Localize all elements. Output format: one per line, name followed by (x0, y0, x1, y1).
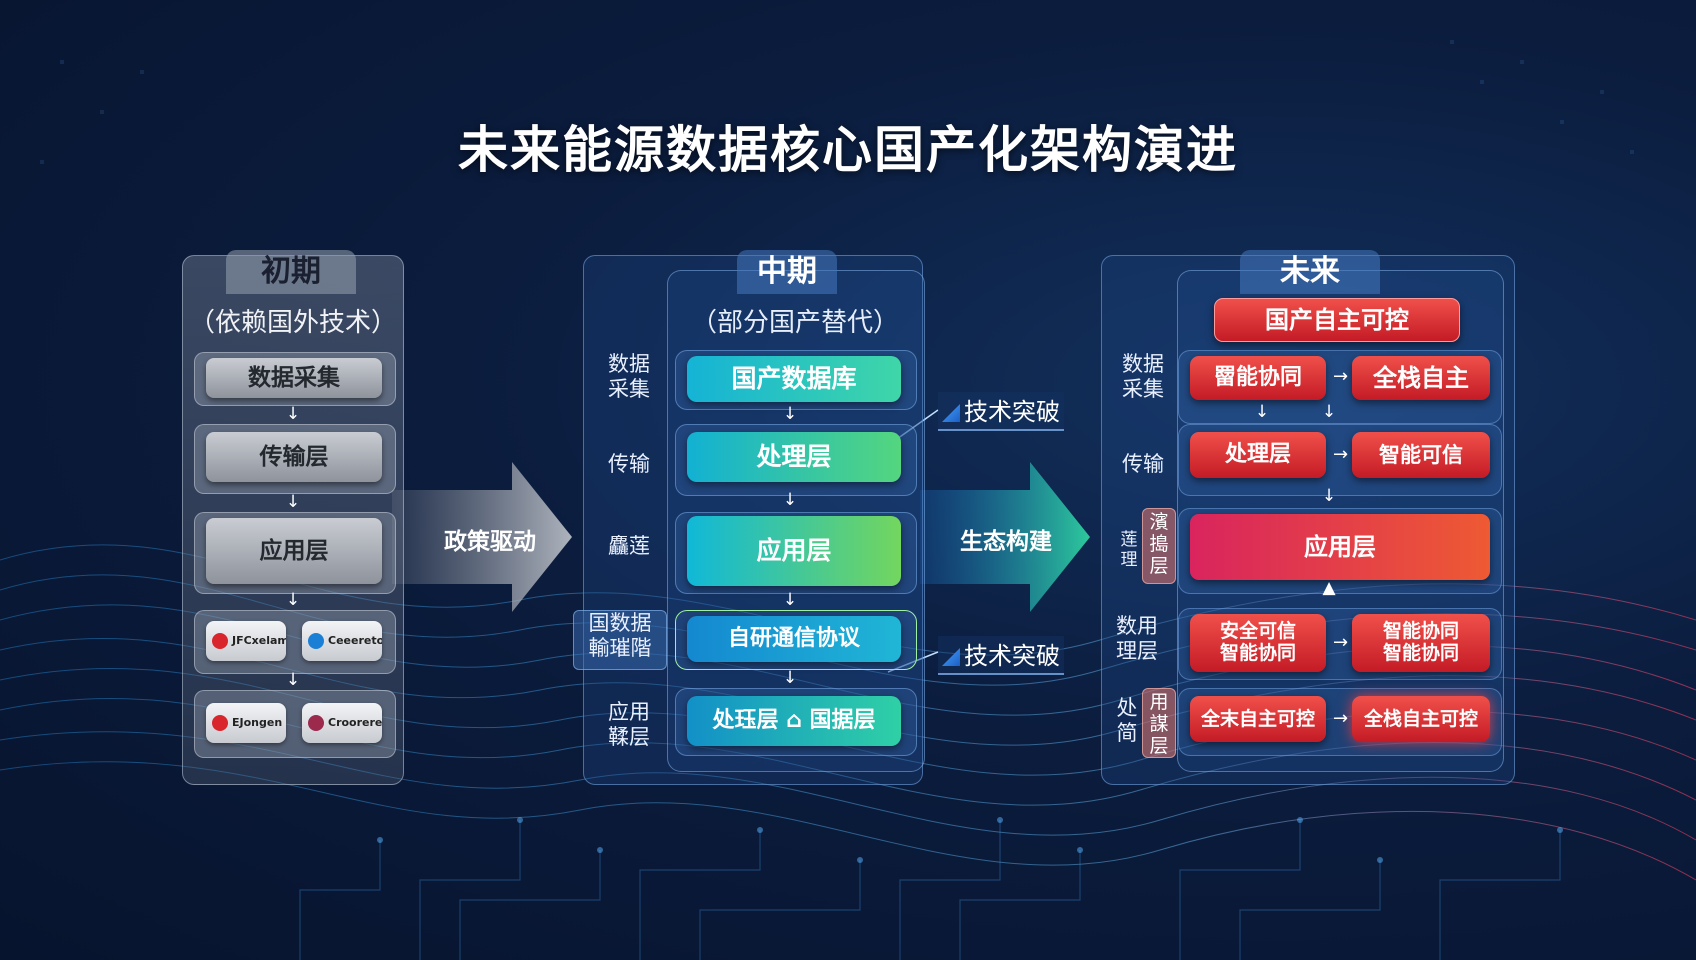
ecosystem-building-label: 生态构建 (960, 529, 1052, 555)
foreign-vendor-logo: Ceeeretor (302, 621, 382, 661)
stage-future-application-layer: 应用层 (1190, 514, 1490, 580)
stage-future-side-label: 处 简 (1116, 696, 1138, 745)
stage-mid-application-layer: 应用层 (687, 516, 901, 586)
breakthrough-icon (942, 648, 960, 666)
policy-driven-label: 政策驱动 (444, 529, 536, 555)
domestic-controllable-banner: 国产自主可控 (1214, 298, 1460, 342)
policy-arrow-shape (392, 462, 572, 612)
right-arrow-icon: → (1333, 632, 1349, 653)
down-arrow-icon: ↓ (1254, 402, 1270, 422)
right-arrow-icon: → (1333, 708, 1349, 729)
foreign-vendor-logo: JFCxelamak (206, 621, 286, 661)
stage-early-layer-application: 应用层 (206, 518, 382, 584)
stage-future-side-tag: 濱 搗 层 (1142, 508, 1176, 584)
stage-mid-side-label: 麤莲 (608, 534, 650, 558)
down-arrow-icon: ↓ (782, 668, 798, 688)
down-arrow-icon: ↓ (782, 590, 798, 610)
full-stack-independent-block: 全栈自主 (1352, 356, 1490, 400)
domestic-database-block: 国产数据库 (687, 356, 901, 402)
down-arrow-icon: ↓ (782, 404, 798, 424)
vendor-mark-icon (212, 633, 228, 649)
tech-breakthrough-callout: 技术突破 (938, 636, 1064, 675)
stage-mid-side-label: 应用 鞣层 (608, 700, 650, 749)
up-arrow-icon: ▲ (1322, 578, 1336, 598)
down-arrow-icon: ↓ (285, 590, 301, 610)
self-developed-protocol-block: 自研通信协议 (687, 616, 901, 662)
intelligent-collab-dual-block: 智能协同 智能协同 (1352, 614, 1490, 672)
breakthrough-icon (942, 404, 960, 422)
stage-future-side-label: 数据 采集 (1122, 352, 1164, 401)
foreign-vendor-logo: Croorerea (302, 703, 382, 743)
stage-future-side-tag: 用 謀 层 (1142, 688, 1176, 758)
down-arrow-icon: ↓ (285, 404, 301, 424)
full-stack-controllable-block: 全栈自主可控 (1352, 696, 1490, 742)
down-arrow-icon: ↓ (285, 670, 301, 690)
foreign-vendor-logo: EJongen (206, 703, 286, 743)
stage-mid-data-layer: 处珏层 ⌂ 国据层 (687, 696, 901, 746)
intelligent-trusted-block: 智能可信 (1352, 432, 1490, 478)
stage-future-processing-layer: 处理层 (1190, 432, 1326, 478)
stage-future-side-label: 数用 理层 (1116, 614, 1158, 663)
stage-early-subtitle: （依赖国外技术） (188, 308, 397, 338)
down-arrow-icon: ↓ (1321, 402, 1337, 422)
stage-early-layer-data-collection: 数据采集 (206, 358, 382, 398)
stage-mid-processing-layer: 处理层 (687, 432, 901, 482)
full-independent-controllable-block: 全末自主可控 (1190, 696, 1326, 742)
stage-future-title: 未来 (1240, 250, 1380, 294)
stage-mid-side-label: 传输 (608, 452, 650, 476)
stage-mid-subtitle: （部分国产替代） (690, 308, 899, 338)
down-arrow-icon: ↓ (1321, 486, 1337, 506)
right-arrow-icon: → (1333, 366, 1349, 387)
stage-future-side-label: 传输 (1122, 452, 1164, 476)
down-arrow-icon: ↓ (285, 492, 301, 512)
stage-mid-side-label: 数据 采集 (608, 352, 650, 401)
stage-early-title: 初期 (226, 250, 356, 294)
stage-early-layer-transport: 传输层 (206, 432, 382, 482)
right-arrow-icon: → (1333, 444, 1349, 465)
down-arrow-icon: ↓ (782, 490, 798, 510)
page-title: 未来能源数据核心国产化架构演进 (458, 121, 1238, 179)
stage-mid-title: 中期 (737, 250, 837, 294)
secure-trusted-block: 安全可信 智能协同 (1190, 614, 1326, 672)
tech-breakthrough-callout: 技术突破 (938, 392, 1064, 431)
vendor-mark-icon (308, 633, 324, 649)
intelligent-collab-block: 罶能协同 (1190, 356, 1326, 400)
vendor-mark-icon (212, 715, 228, 731)
ecosystem-arrow-shape (920, 462, 1090, 612)
stage-mid-side-tag: 国数据 輸璀階 (573, 610, 667, 670)
vendor-mark-icon (308, 715, 324, 731)
stage-future-side-label: 莲 理 (1120, 530, 1138, 570)
